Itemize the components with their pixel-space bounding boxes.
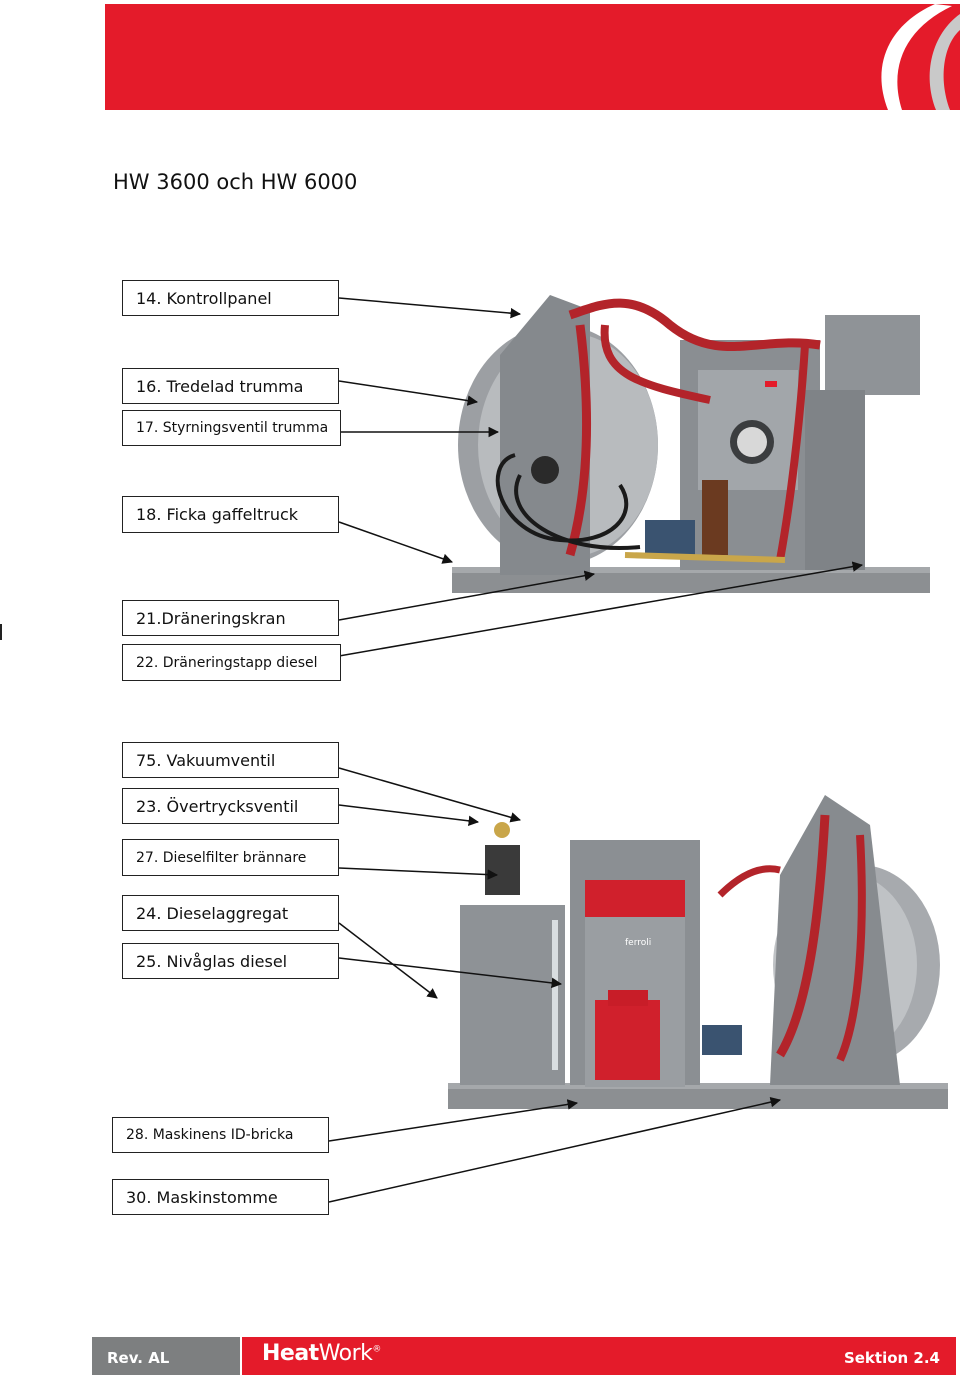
label-styrningsventil-trumma: 17. Styrningsventil trumma bbox=[122, 410, 341, 446]
footer-revision: Rev. AL bbox=[92, 1337, 240, 1375]
page-title: HW 3600 och HW 6000 bbox=[113, 170, 358, 194]
label-draneringstapp-diesel: 22. Dräneringstapp diesel bbox=[122, 644, 341, 681]
logo-registered-mark: ® bbox=[372, 1344, 381, 1355]
label-overtrycksventil: 23. Övertrycksventil bbox=[122, 788, 339, 824]
header-swoosh-logo bbox=[881, 4, 960, 110]
footer: Rev. AL HeatWork® Sektion 2.4 bbox=[92, 1337, 956, 1375]
label-maskinstomme: 30. Maskinstomme bbox=[112, 1179, 329, 1215]
burner-brand-label: ferroli bbox=[625, 938, 651, 948]
logo-heat: Heat bbox=[262, 1341, 319, 1366]
leader-18 bbox=[338, 521, 453, 564]
leader-24 bbox=[338, 922, 438, 999]
label-tredelad-trumma: 16. Tredelad trumma bbox=[122, 368, 339, 404]
label-maskinens-id-bricka: 28. Maskinens ID-bricka bbox=[112, 1117, 329, 1153]
label-draneringskran: 21.Dräneringskran bbox=[122, 600, 339, 636]
label-dieselfilter-brannare: 27. Dieselfilter brännare bbox=[122, 839, 339, 876]
label-ficka-gaffeltruck: 18. Ficka gaffeltruck bbox=[122, 496, 339, 533]
heatwork-logo: HeatWork® bbox=[262, 1341, 381, 1366]
footer-brand-bar: HeatWork® Sektion 2.4 bbox=[242, 1337, 956, 1375]
margin-mark bbox=[0, 624, 2, 640]
leader-30 bbox=[328, 1096, 782, 1203]
label-dieselaggregat: 24. Dieselaggregat bbox=[122, 895, 339, 931]
footer-section: Sektion 2.4 bbox=[843, 1349, 940, 1367]
machine-photo-top bbox=[452, 295, 930, 593]
header-band bbox=[105, 4, 960, 110]
logo-work: Work bbox=[318, 1341, 373, 1366]
label-vakuumventil: 75. Vakuumventil bbox=[122, 742, 339, 778]
machine-photo-bottom: ferroli bbox=[448, 795, 948, 1109]
label-kontrollpanel: 14. Kontrollpanel bbox=[122, 280, 339, 316]
label-nivaglas-diesel: 25. Nivåglas diesel bbox=[122, 943, 339, 979]
